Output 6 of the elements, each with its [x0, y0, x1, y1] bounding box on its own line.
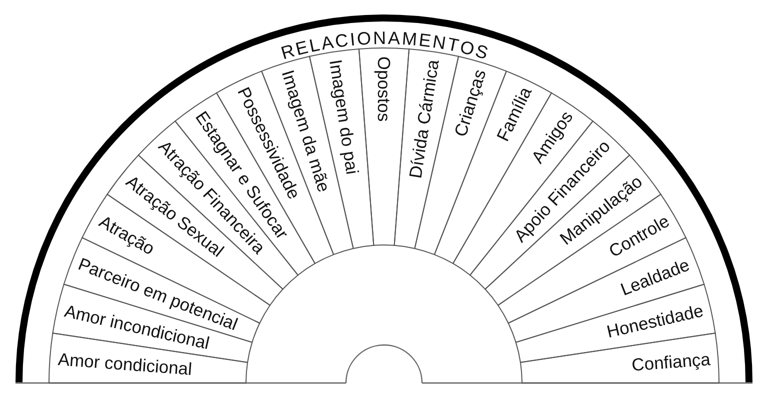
segment-label: Dívida Cármica — [404, 58, 443, 180]
segment-label: Opostos — [374, 56, 394, 122]
segment-label: Imagem do pai — [325, 58, 362, 176]
dial-segment — [358, 48, 410, 246]
segment-label: Amor condicional — [57, 348, 192, 379]
segment-label: Confiança — [630, 348, 711, 374]
